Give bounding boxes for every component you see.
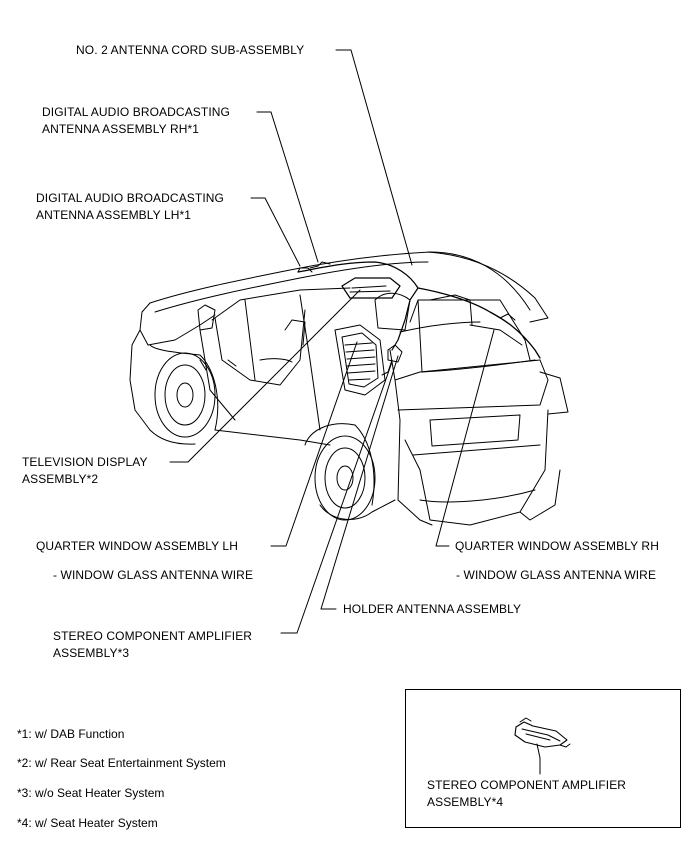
- dab-rh-label-line1: DIGITAL AUDIO BROADCASTING: [42, 105, 230, 119]
- dab-rh-label-line2: ANTENNA ASSEMBLY RH*1: [42, 122, 200, 136]
- quarter-window-rh-sublabel: - WINDOW GLASS ANTENNA WIRE: [456, 568, 657, 582]
- footnote-1: *1: w/ DAB Function: [17, 727, 125, 741]
- quarter-window-lh-label: QUARTER WINDOW ASSEMBLY LH: [36, 539, 238, 553]
- leader-lines: [169, 49, 495, 634]
- dab-lh-label-line1: DIGITAL AUDIO BROADCASTING: [36, 191, 224, 205]
- stereo-amp-3-label-line2: ASSEMBLY*3: [53, 646, 130, 660]
- quarter-window-rh-label: QUARTER WINDOW ASSEMBLY RH: [455, 539, 659, 553]
- footnote-4: *4: w/ Seat Heater System: [17, 816, 158, 830]
- quarter-window-lh-sublabel: - WINDOW GLASS ANTENNA WIRE: [53, 568, 254, 582]
- stereo-amp-4-label-line1: STEREO COMPONENT AMPLIFIER: [427, 778, 627, 792]
- stereo-amp-3-label-line1: STEREO COMPONENT AMPLIFIER: [53, 629, 253, 643]
- inset-amplifier-art: [514, 717, 571, 775]
- antenna-cord-label: NO. 2 ANTENNA CORD SUB-ASSEMBLY: [76, 43, 305, 57]
- inset-panel: [405, 689, 681, 828]
- tv-display-label-line2: ASSEMBLY*2: [22, 472, 99, 486]
- footnote-3: *3: w/o Seat Heater System: [17, 786, 165, 800]
- antenna-harness: [297, 261, 541, 376]
- stereo-amp-4-label-line2: ASSEMBLY*4: [427, 795, 504, 809]
- dab-lh-label-line2: ANTENNA ASSEMBLY LH*1: [36, 208, 192, 222]
- holder-antenna-label: HOLDER ANTENNA ASSEMBLY: [343, 602, 522, 616]
- footnote-2: *2: w/ Rear Seat Entertainment System: [17, 756, 226, 770]
- vehicle-body: [129, 251, 569, 526]
- tv-display-label-line1: TELEVISION DISPLAY: [22, 455, 148, 469]
